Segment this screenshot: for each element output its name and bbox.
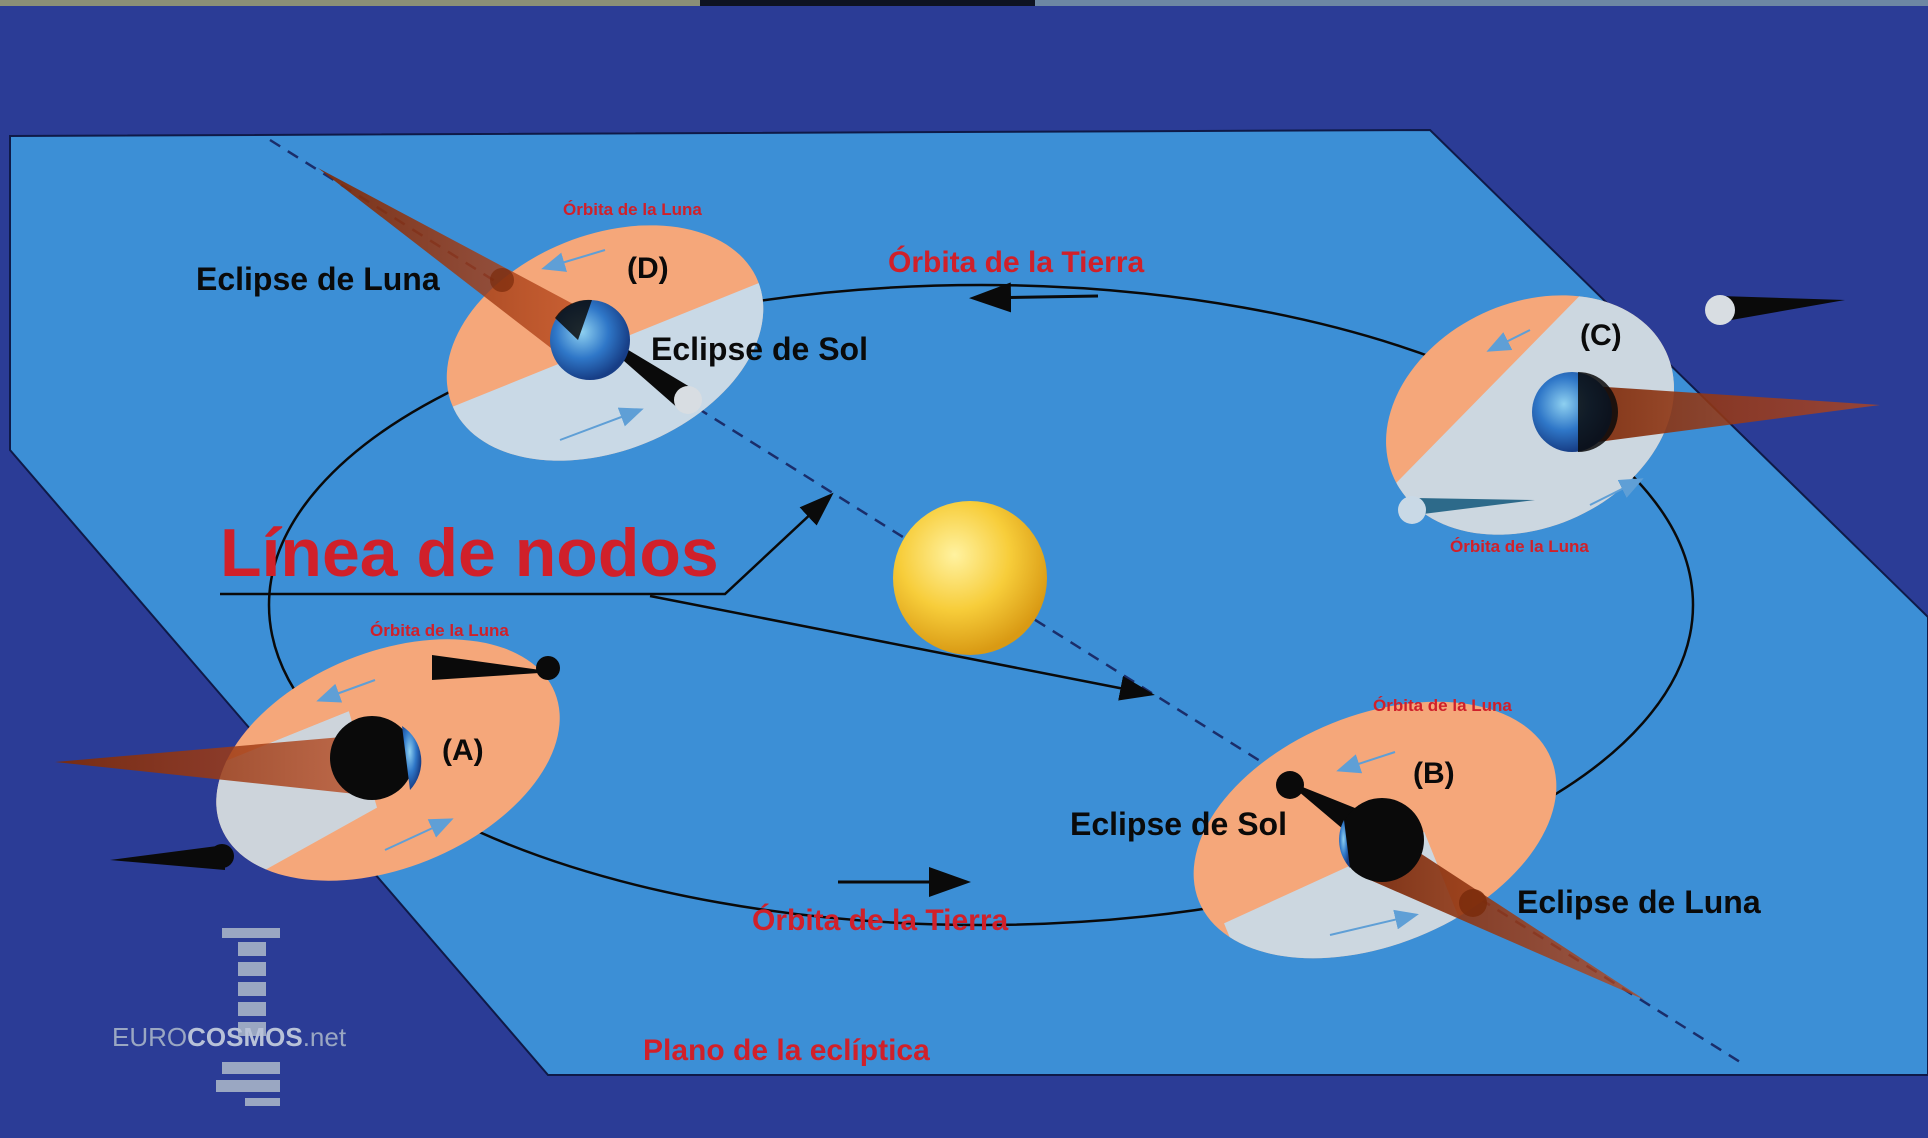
lunar-eclipse-label-d: Eclipse de Luna — [196, 261, 440, 297]
earth-orbit-label-top: Órbita de la Tierra — [888, 245, 1145, 279]
top-strip-dark — [700, 0, 1035, 6]
sun — [893, 501, 1047, 655]
shadow-cone-a — [55, 735, 365, 795]
moon-shadow-a-top — [432, 655, 555, 680]
moon-orbit-label-a: Órbita de la Luna — [370, 621, 509, 640]
shadow-cone-d — [318, 168, 575, 355]
tag-c: (C) — [1580, 319, 1622, 352]
moon-orbit-label-c: Órbita de la Luna — [1450, 537, 1589, 556]
earth-orbit-arrow-top — [969, 282, 1099, 313]
node-line-label: Línea de nodos — [220, 515, 719, 591]
position-a — [55, 639, 560, 881]
moon-orbit-label-d: Órbita de la Luna — [563, 200, 702, 219]
logo-text-suffix: .net — [303, 1022, 347, 1052]
lunar-eclipse-label-b: Eclipse de Luna — [1517, 884, 1761, 920]
moon-shadow-c-bottom — [1415, 498, 1535, 515]
moon-shadow-a-bottom — [110, 845, 225, 870]
moon-c-top — [1705, 295, 1735, 325]
moon-c-bottom — [1398, 496, 1426, 524]
solar-eclipse-label-b: Eclipse de Sol — [1070, 806, 1287, 842]
top-strip-right — [1035, 0, 1928, 6]
ecliptic-plane-label: Plano de la eclíptica — [643, 1034, 930, 1067]
tag-a: (A) — [442, 734, 484, 767]
tag-b: (B) — [1413, 757, 1455, 790]
logo-text: EUROCOSMOS.net — [112, 1022, 347, 1052]
position-b — [1193, 701, 1645, 1000]
logo-text-light: EURO — [112, 1022, 187, 1052]
earth-b — [1340, 798, 1424, 882]
logo-text-bold: COSMOS — [187, 1022, 303, 1052]
moon-d — [674, 386, 702, 414]
node-line-pointer-down — [649, 594, 1155, 701]
position-d — [318, 168, 764, 461]
moon-shadow-c-top — [1720, 296, 1845, 322]
shadow-cone-c — [1575, 385, 1880, 445]
tag-d: (D) — [627, 252, 669, 285]
earth-a — [330, 716, 414, 800]
position-c — [1386, 295, 1880, 535]
earth-orbit-label-bottom: Órbita de la Tierra — [752, 903, 1009, 937]
solar-eclipse-label-d: Eclipse de Sol — [651, 331, 868, 367]
eurocosmos-logo — [216, 928, 280, 1106]
moon-orbit-label-b: Órbita de la Luna — [1373, 696, 1512, 715]
shadow-cone-b — [1370, 840, 1645, 1000]
node-line-pointer-up — [220, 492, 834, 596]
